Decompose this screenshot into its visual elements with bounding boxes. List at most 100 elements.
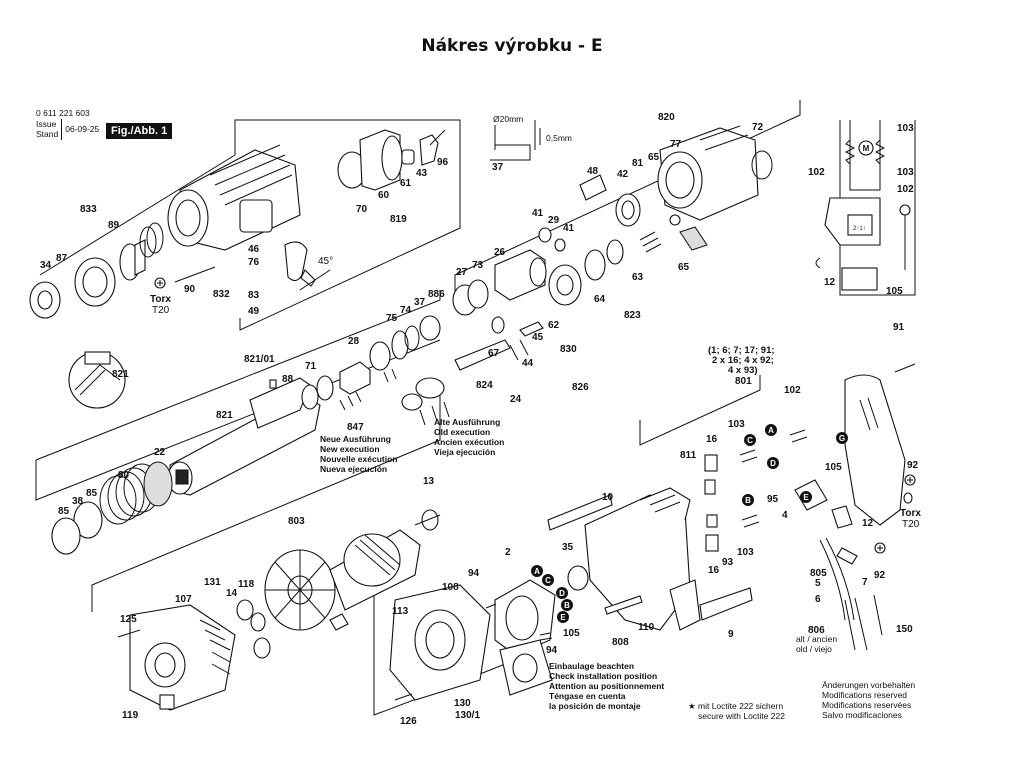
drawing-header: 0 611 221 603 Issue Stand 06-09-25	[36, 108, 99, 140]
callout-821-01: 821/01	[244, 354, 275, 365]
callout-10: 10	[602, 492, 614, 503]
callout-67: 67	[488, 348, 500, 359]
callout-830: 830	[560, 344, 577, 355]
svg-text:C: C	[545, 576, 551, 585]
dimension-sketch	[490, 120, 541, 161]
callout-847: 847	[347, 422, 364, 433]
guide-tube	[167, 377, 321, 496]
callout-89: 89	[108, 220, 120, 231]
svg-text:Attention au positionnement: Attention au positionnement	[549, 681, 664, 691]
svg-text:Nueva ejecución: Nueva ejecución	[320, 464, 387, 474]
callout-113: 113	[392, 606, 409, 617]
new-execution-note: Neue Ausführung New execution Nouvelle e…	[320, 434, 397, 474]
svg-text:2 x 16; 4 x 92;: 2 x 16; 4 x 92;	[712, 355, 774, 366]
switch-lever	[284, 241, 331, 291]
callout-821-inset: 821	[112, 369, 129, 380]
fan-assembly	[236, 549, 336, 659]
callout-34: 34	[40, 260, 52, 271]
svg-text:B: B	[564, 601, 570, 610]
hammer-housing	[167, 144, 301, 251]
callout-83: 83	[248, 290, 260, 301]
callout-65b: 65	[678, 262, 690, 273]
callout-27: 27	[456, 267, 468, 278]
callout-16a: 16	[706, 434, 718, 445]
page-title: Nákres výrobku - E	[421, 36, 603, 56]
armature	[329, 509, 441, 631]
svg-text:Ancien exécution: Ancien exécution	[434, 437, 504, 447]
callout-76: 76	[248, 257, 260, 268]
callout-62: 62	[548, 320, 560, 331]
callout-63: 63	[632, 272, 644, 283]
callout-102b: 102	[897, 184, 914, 195]
callout-130-1: 130/1	[455, 710, 480, 721]
stand-label: Stand	[36, 129, 59, 139]
svg-text:Téngase en cuenta: Téngase en cuenta	[549, 691, 626, 701]
callout-7: 7	[862, 577, 868, 588]
dim-diameter: Ø20mm	[493, 114, 523, 124]
loctite-note: ★ mit Loctite 222 sichern secure with Lo…	[688, 701, 785, 721]
svg-text:A: A	[534, 567, 540, 576]
callout-37b: 37	[414, 297, 426, 308]
callout-107: 107	[175, 594, 192, 605]
parts-group-note: (1; 6; 7; 17; 91; 2 x 16; 4 x 92; 4 x 93…	[708, 345, 775, 376]
callout-95: 95	[767, 494, 779, 505]
svg-text:New execution: New execution	[320, 444, 380, 454]
callout-45: 45	[532, 332, 544, 343]
svg-text:M: M	[863, 144, 870, 153]
callout-75: 75	[386, 313, 398, 324]
badge-a-top: A	[765, 424, 777, 436]
callout-811: 811	[680, 450, 697, 461]
frame-bottom	[373, 595, 541, 716]
callout-12b: 12	[862, 518, 874, 529]
svg-text:alt / ancien: alt / ancien	[796, 634, 837, 644]
gear-assembly	[452, 227, 662, 371]
callout-808: 808	[612, 637, 629, 648]
callout-131: 131	[204, 577, 221, 588]
callout-22: 22	[154, 447, 166, 458]
callout-87: 87	[56, 253, 68, 264]
frame-top-left	[39, 119, 461, 331]
callout-150: 150	[896, 624, 913, 635]
svg-text:★: ★	[688, 701, 696, 711]
t20-label-right: T20	[902, 519, 920, 530]
detail-inset	[68, 351, 126, 409]
switch-label: 2↑1↑	[853, 226, 866, 232]
svg-text:mit Loctite 222 sichern: mit Loctite 222 sichern	[698, 701, 783, 711]
callout-110: 110	[638, 622, 655, 633]
svg-text:old / viejo: old / viejo	[796, 644, 832, 654]
callout-821: 821	[216, 410, 233, 421]
callout-44: 44	[522, 358, 534, 369]
badge-b-bottom: B	[561, 599, 573, 611]
svg-text:Old execution: Old execution	[434, 427, 490, 437]
callout-801: 801	[735, 376, 752, 387]
badge-e-top: E	[800, 491, 812, 503]
torx-label-left: Torx	[150, 294, 171, 305]
callout-92b: 92	[874, 570, 886, 581]
angle-label: 45°	[318, 256, 333, 267]
callout-73: 73	[472, 260, 484, 271]
torx-notes: Torx T20 Torx T20 45° 821	[112, 256, 921, 530]
callout-2: 2	[505, 547, 511, 558]
callout-85a: 85	[86, 488, 98, 499]
callout-24: 24	[510, 394, 522, 405]
svg-text:Änderungen vorbehalten: Änderungen vorbehalten	[822, 680, 915, 690]
callout-92a: 92	[907, 460, 919, 471]
callout-824: 824	[476, 380, 493, 391]
callout-41a: 41	[532, 208, 544, 219]
figure-label: Fig./Abb. 1	[106, 123, 173, 139]
issue-date: 06-09-25	[65, 123, 100, 134]
callout-103c: 103	[728, 419, 745, 430]
callout-38: 38	[72, 496, 84, 507]
callout-119: 119	[122, 710, 139, 721]
callout-93: 93	[722, 557, 734, 568]
t20-label-left: T20	[152, 305, 170, 316]
svg-text:Modifications reserved: Modifications reserved	[822, 690, 907, 700]
callout-105a: 105	[563, 628, 580, 639]
dimension-labels: Ø20mm 0,5mm	[493, 114, 572, 143]
svg-text:Alte Ausführung: Alte Ausführung	[434, 417, 500, 427]
svg-text:Check installation position: Check installation position	[549, 671, 657, 681]
callout-126: 126	[400, 716, 417, 727]
callout-832: 832	[213, 289, 230, 300]
callout-29: 29	[548, 215, 560, 226]
badge-d-bottom: D	[556, 587, 568, 599]
